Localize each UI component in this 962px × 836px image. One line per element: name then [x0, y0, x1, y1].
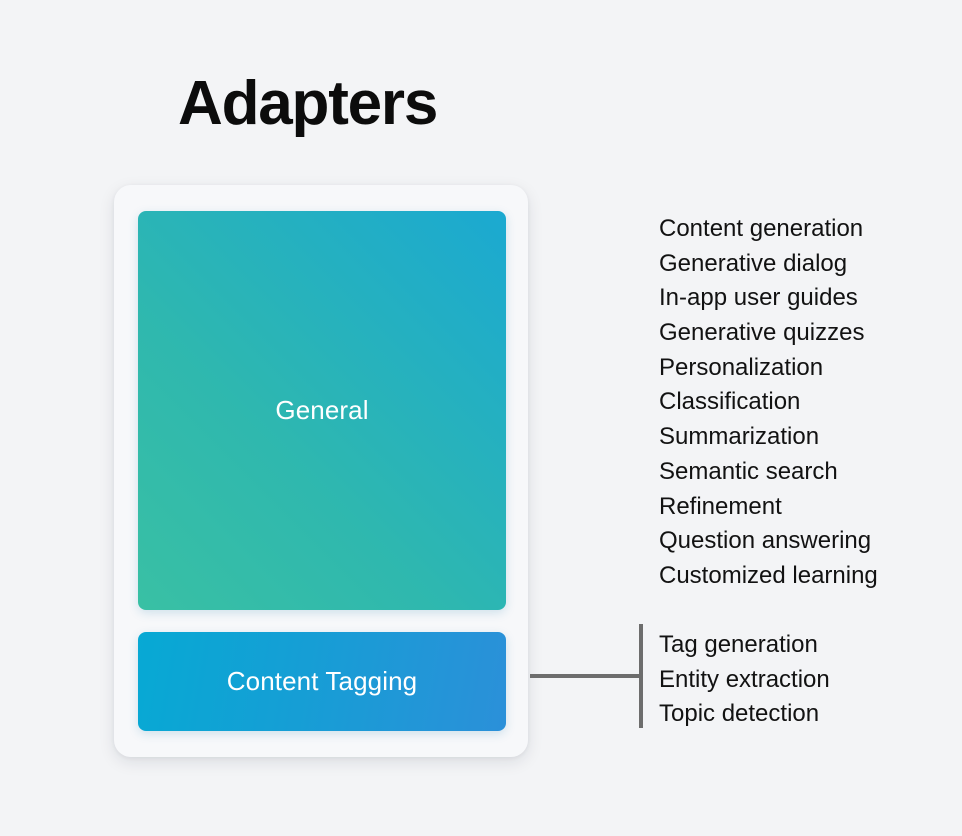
capability-item: Content generation [659, 215, 864, 242]
connector-horizontal-line [530, 674, 643, 678]
connector-vertical-bracket [639, 624, 643, 728]
adapter-block-general[interactable]: General [138, 211, 506, 610]
capability-item: Topic detection [659, 700, 820, 728]
capability-item: Entity extraction [659, 665, 830, 693]
adapter-block-content-tagging[interactable]: Content Tagging [138, 632, 506, 731]
capability-item: Tag generation [659, 631, 818, 658]
adapter-card: General Content Tagging [114, 185, 528, 757]
capability-item: Personalization [659, 353, 824, 381]
page-title: Adapters [178, 69, 438, 138]
adapter-block-content-tagging-label: Content Tagging [226, 666, 418, 696]
capability-item: Generative dialog [659, 249, 848, 277]
capability-item: Semantic search [659, 457, 838, 485]
capability-item: Customized learning [659, 561, 878, 589]
capability-item: Summarization [659, 423, 820, 451]
capability-item: Classification [659, 388, 801, 416]
capability-item: Refinement [659, 492, 782, 520]
capability-item: Question answering [659, 527, 872, 555]
adapter-block-general-label: General [275, 395, 369, 425]
capability-item: Generative quizzes [659, 319, 865, 347]
capability-item: In-app user guides [659, 284, 858, 312]
